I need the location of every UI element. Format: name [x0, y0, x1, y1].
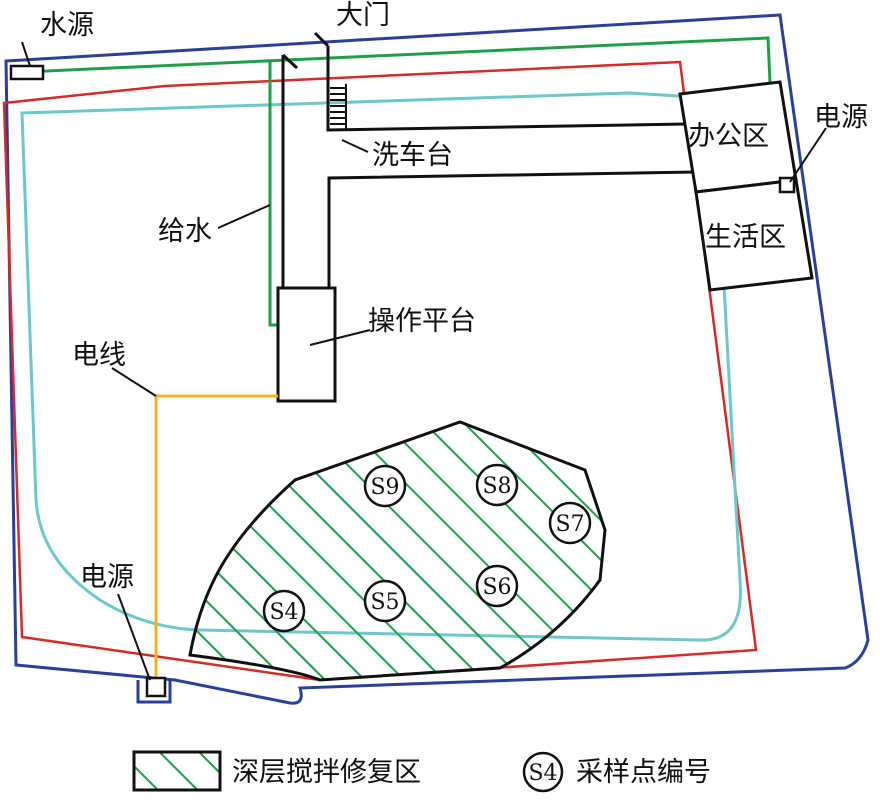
label-gate: 大门 — [336, 0, 390, 31]
label-electric-wire: 电线 — [72, 340, 126, 371]
legend-zone-label: 深层搅拌修复区 — [232, 757, 421, 788]
sample-marker — [475, 463, 519, 507]
sample-marker — [262, 589, 306, 633]
label-power-source-right: 电源 — [814, 102, 868, 133]
platform-road — [327, 170, 697, 288]
label-water-supply: 给水 — [158, 216, 212, 247]
red-boundary-line — [2, 60, 758, 682]
sample-label: S4 — [269, 600, 298, 625]
legend-sample-label: 采样点编号 — [576, 757, 711, 788]
label-water-source: 水源 — [40, 10, 94, 41]
label-power-source-left: 电源 — [80, 562, 134, 593]
power-source-box-left — [145, 676, 167, 698]
car-wash-grid — [330, 84, 347, 130]
site-boundary — [4, 13, 870, 705]
sample-label: S8 — [482, 474, 511, 499]
remediation-zone — [188, 420, 607, 682]
label-office: 办公区 — [688, 121, 769, 152]
water-pipe-branch — [268, 60, 278, 327]
label-living: 生活区 — [705, 222, 786, 253]
legend-sample-symbol — [522, 751, 564, 793]
leader-lines — [21, 41, 827, 681]
access-road-right — [326, 46, 687, 132]
sample-marker — [475, 564, 519, 608]
legend-sample-symbol-text: S4 — [528, 761, 557, 786]
sample-label: S6 — [482, 575, 511, 600]
sample-marker — [363, 464, 407, 508]
samples-layer: S9 S8 S7 S4 S5 S6 — [262, 463, 592, 633]
label-car-wash: 洗车台 — [372, 140, 453, 171]
sample-marker — [548, 501, 592, 545]
operating-platform — [276, 286, 337, 403]
sample-marker — [363, 579, 407, 623]
sample-label: S7 — [555, 512, 584, 537]
water-source-box — [9, 64, 45, 81]
legend-zone-swatch — [132, 750, 222, 792]
sample-label: S9 — [370, 475, 399, 500]
living-building — [694, 178, 814, 292]
legend: 深层搅拌修复区 S4 采样点编号 — [132, 750, 711, 793]
power-source-left-niche — [136, 680, 172, 704]
label-platform: 操作平台 — [368, 306, 476, 337]
sample-label: S5 — [370, 590, 399, 615]
gate-post-right — [313, 31, 330, 48]
gate-post-left — [281, 53, 299, 70]
water-pipe — [24, 36, 772, 83]
